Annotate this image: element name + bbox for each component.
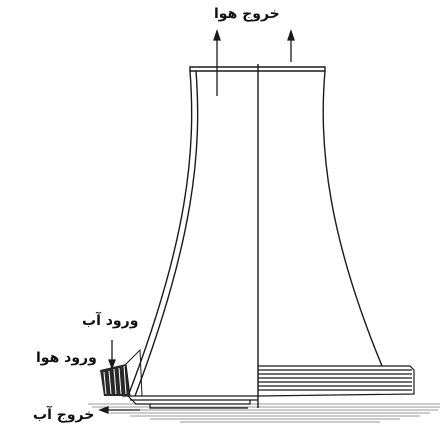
- air-inlet-label: ورود هوا: [36, 350, 97, 366]
- water-inlet-arrow: [108, 340, 116, 370]
- water-outlet-arrow: [98, 406, 140, 414]
- right-base: [257, 365, 415, 397]
- water-inlet-label: ورود آب: [82, 313, 139, 329]
- tower-shell: [127, 66, 383, 397]
- air-outlet-label: خروج هوا: [214, 6, 280, 22]
- left-base: [122, 395, 258, 409]
- air-outlet-arrows: [213, 28, 295, 96]
- ground: [88, 403, 440, 423]
- air-inlet-screen: [100, 348, 143, 397]
- water-outlet-label: خروج آب: [33, 407, 95, 423]
